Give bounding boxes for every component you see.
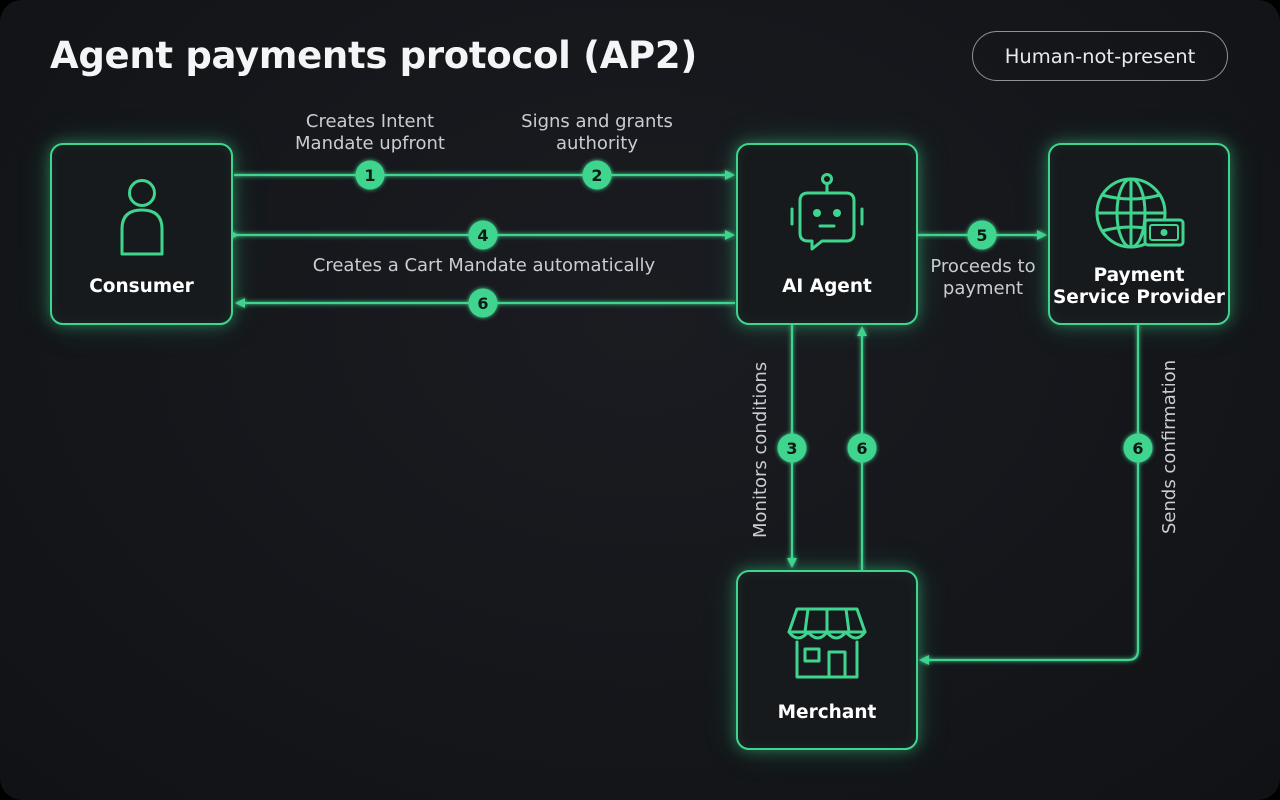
svg-text:3: 3 xyxy=(786,439,797,458)
badge-step-2: 2 xyxy=(582,160,612,190)
edge-label-sign-grant: Signs and grants authority xyxy=(521,111,673,154)
mode-pill: Human-not-present xyxy=(972,31,1228,81)
svg-text:6: 6 xyxy=(856,439,867,458)
edge-label-create-intent: Creates Intent Mandate upfront xyxy=(295,111,445,154)
edge-label-proceed-payment: Proceeds to payment xyxy=(930,256,1036,299)
badge-step-1: 1 xyxy=(355,160,385,190)
node-label: AI Agent xyxy=(782,276,872,297)
svg-text:4: 4 xyxy=(477,226,488,245)
badge-step-6-psp: 6 xyxy=(1123,433,1153,463)
svg-text:1: 1 xyxy=(364,166,375,185)
robot-chat-icon xyxy=(790,173,864,251)
badge-step-5: 5 xyxy=(967,220,997,250)
edge-label-send-confirmation: Sends confirmation xyxy=(1159,359,1180,534)
node-ai-agent: AI Agent xyxy=(736,143,918,325)
node-label: Payment Service Provider xyxy=(1052,265,1226,308)
svg-text:6: 6 xyxy=(1132,439,1143,458)
badge-step-4: 4 xyxy=(468,220,498,250)
page-title: Agent payments protocol (AP2) xyxy=(50,34,697,77)
node-label: Consumer xyxy=(89,276,194,297)
node-label: Merchant xyxy=(777,702,877,723)
edge-label-cart-mandate: Creates a Cart Mandate automatically xyxy=(312,255,656,276)
edge-label-monitor: Monitors conditions xyxy=(750,361,771,538)
storefront-icon xyxy=(787,607,867,679)
svg-text:5: 5 xyxy=(976,226,987,245)
node-merchant: Merchant xyxy=(736,570,918,750)
svg-text:2: 2 xyxy=(591,166,602,185)
person-icon xyxy=(120,179,163,256)
globe-money-icon xyxy=(1095,177,1185,249)
edge-psp-to-merchant xyxy=(919,324,1140,665)
node-consumer: Consumer xyxy=(50,143,233,325)
node-payment-service-provider: Payment Service Provider xyxy=(1048,143,1230,325)
badge-step-6-consumer: 6 xyxy=(468,288,498,318)
badge-step-6-agent: 6 xyxy=(847,433,877,463)
svg-text:6: 6 xyxy=(477,294,488,313)
badge-step-3: 3 xyxy=(777,433,807,463)
